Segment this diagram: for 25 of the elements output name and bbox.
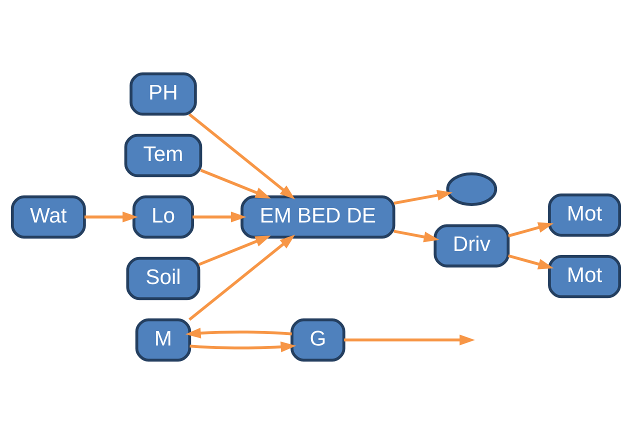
arrow <box>198 236 271 266</box>
node-box: PH <box>130 72 197 116</box>
arrow <box>344 334 475 346</box>
arrow <box>394 230 440 242</box>
arrow <box>394 190 453 205</box>
node-box: EM BED DE <box>240 195 396 239</box>
arrow <box>190 341 296 352</box>
arrow <box>185 328 292 338</box>
arrow <box>84 212 138 222</box>
arrow <box>192 212 246 222</box>
arrow <box>188 113 296 200</box>
arrow <box>188 234 296 321</box>
arrow <box>200 168 271 198</box>
node-box: G <box>290 318 346 362</box>
node-box: Wat <box>10 195 86 239</box>
node-ellipse <box>446 172 498 206</box>
arrow <box>508 254 554 270</box>
node-box: Tem <box>124 134 202 178</box>
node-box: Mot <box>548 254 622 298</box>
node-box: Soil <box>126 256 200 300</box>
node-box: Driv <box>434 224 510 268</box>
node-box: Mot <box>548 193 622 237</box>
arrow <box>508 222 554 238</box>
node-box: M <box>135 318 192 362</box>
node-box: Lo <box>132 195 194 239</box>
